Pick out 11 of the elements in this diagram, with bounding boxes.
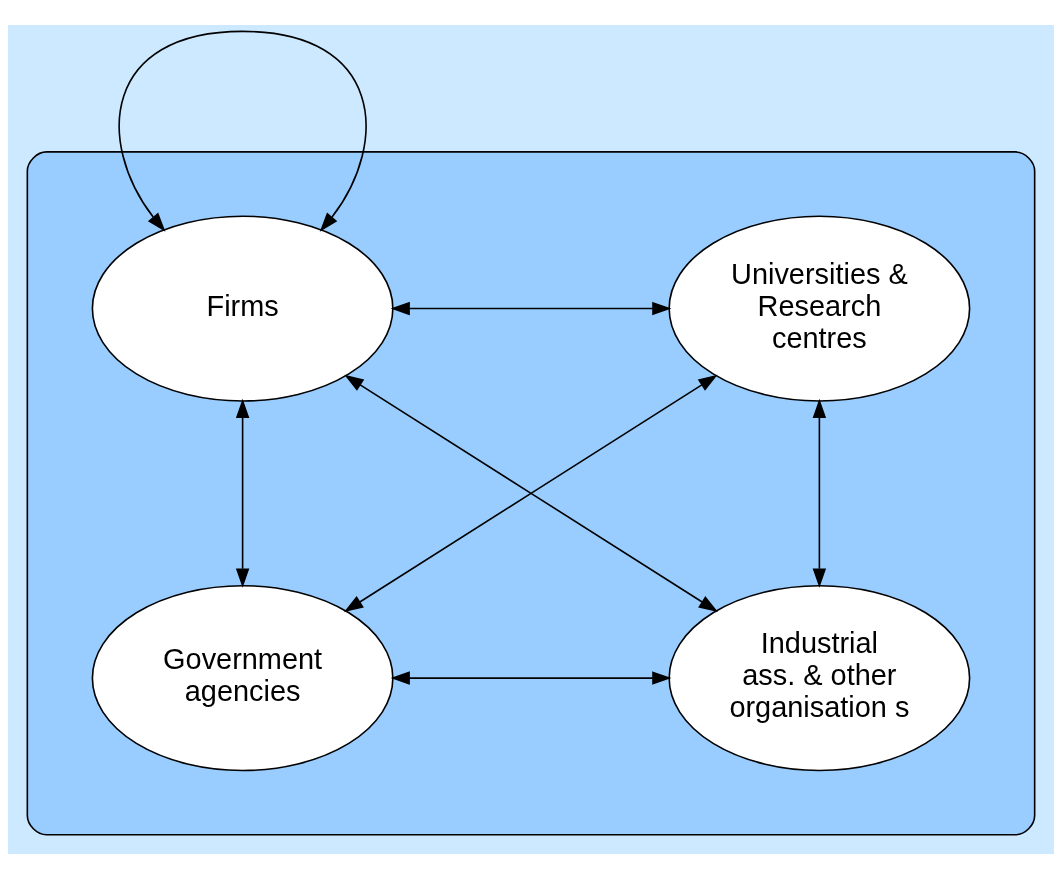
arrow [812, 398, 827, 588]
node-ellipse: Government agencies [91, 584, 394, 772]
arrow [390, 301, 672, 316]
arrow [390, 671, 672, 685]
arrow [118, 30, 367, 232]
cluster [26, 151, 1036, 836]
node-ellipse: Industrial ass. & other organisation s [668, 584, 971, 772]
arrow [235, 398, 250, 588]
arrow [344, 374, 718, 613]
node-ellipse: Universities & Research centres [668, 215, 971, 402]
node-ellipse: Firms [91, 215, 394, 402]
